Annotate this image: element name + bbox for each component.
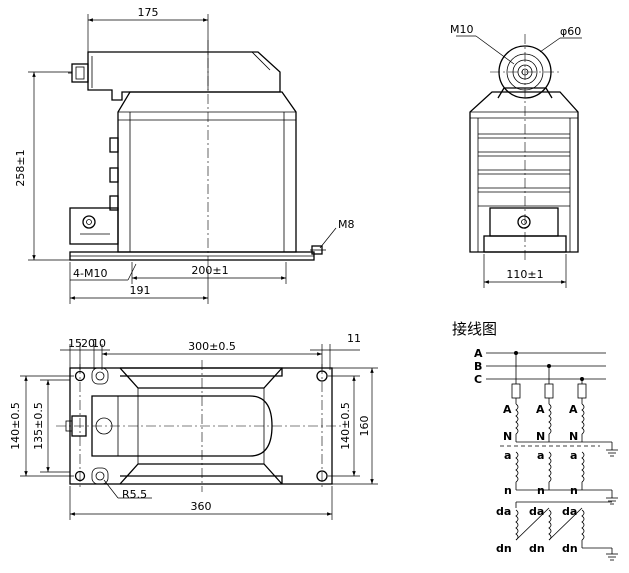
secondary-a-2: a [537,449,544,462]
residual-dn-3: dn [562,542,578,555]
secondary-n-2: n [537,484,545,497]
dim-160: 160 [358,416,371,437]
label-phi60: φ60 [560,25,581,38]
primary-a-2: A [536,403,545,416]
phase-c-label: C [474,373,482,386]
phase-a-label: A [474,347,483,360]
secondary-a-3: a [570,449,577,462]
label-4-m10: 4-M10 [73,267,107,280]
secondary-terminal-box [69,207,119,245]
residual-dn-1: dn [496,542,512,555]
label-m8: M8 [338,218,355,231]
dim-258: 258±1 [14,149,27,186]
dim-15: 15 [68,337,82,350]
dim-135: 135±0.5 [32,402,45,450]
dim-140-right: 140±0.5 [339,402,352,450]
phase-b-label: B [474,360,482,373]
residual-da-2: da [529,505,544,518]
side-view: M10 φ60 110±1 [450,23,582,288]
plan-view: 15 20 10 300±0.5 11 [9,332,378,520]
dim-11: 11 [347,332,361,345]
primary-n-3: N [569,430,578,443]
secondary-n-3: n [570,484,578,497]
primary-a-3: A [569,403,578,416]
dim-10: 10 [92,337,106,350]
residual-da-1: da [496,505,511,518]
secondary-n-1: n [504,484,512,497]
wiring-title: 接线图 [452,320,497,338]
dim-200: 200±1 [191,264,228,277]
dim-191: 191 [130,284,151,297]
dim-360: 360 [191,500,212,513]
dim-300: 300±0.5 [188,340,236,353]
dim-20: 20 [81,337,95,350]
primary-n-2: N [536,430,545,443]
primary-n-1: N [503,430,512,443]
primary-a-1: A [503,403,512,416]
label-r55: R5.5 [122,488,147,501]
wiring-diagram: 接线图 A B C A A A N N N [452,320,618,561]
label-m10: M10 [450,23,474,36]
residual-dn-2: dn [529,542,545,555]
dim-175: 175 [138,6,159,19]
dim-110: 110±1 [506,268,543,281]
front-view: 175 M8 [14,6,355,304]
dim-140-left: 140±0.5 [9,402,22,450]
secondary-a-1: a [504,449,511,462]
residual-da-3: da [562,505,577,518]
